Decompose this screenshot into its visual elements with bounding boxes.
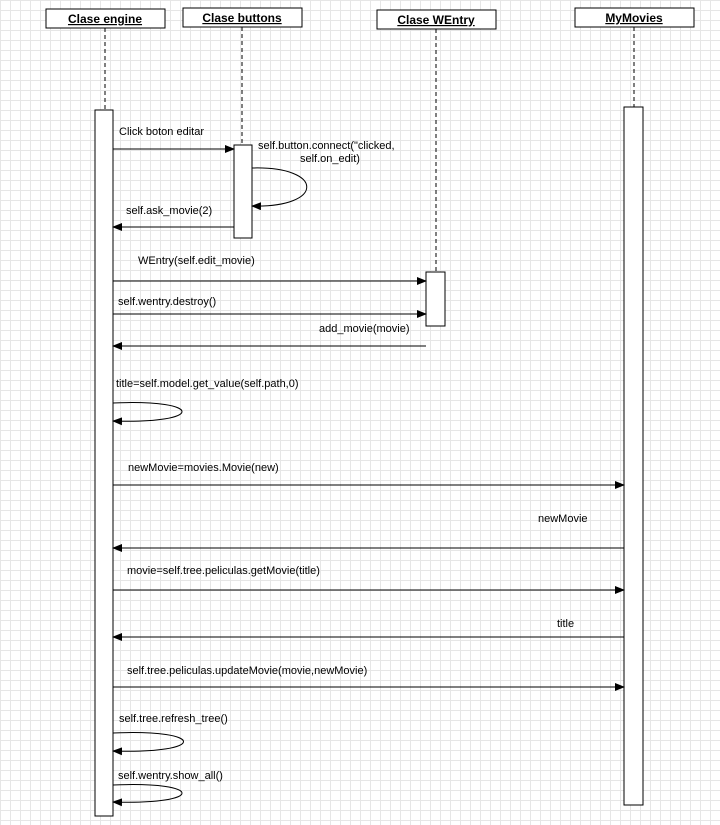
- participant-label: Clase buttons: [202, 11, 282, 25]
- message-label-line-2: self.on_edit): [300, 153, 360, 165]
- message-label: self.ask_movie(2): [126, 205, 212, 217]
- message-label: self.tree.peliculas.updateMovie(movie,ne…: [127, 665, 367, 677]
- message-label: newMovie=movies.Movie(new): [128, 462, 279, 474]
- message-label: movie=self.tree.peliculas.getMovie(title…: [127, 565, 320, 577]
- message-label: self.wentry.show_all(): [118, 770, 223, 782]
- message-label: newMovie: [538, 513, 588, 525]
- participant-label: Clase engine: [68, 12, 142, 26]
- message-new-movie: newMovie=movies.Movie(new): [113, 462, 625, 489]
- participant-label: Clase WEntry: [397, 13, 475, 27]
- message-add-movie: add_movie(movie): [112, 323, 426, 350]
- message-refresh-tree: self.tree.refresh_tree(): [112, 713, 228, 756]
- participant-clase-wentry: Clase WEntry: [376, 9, 497, 30]
- message-get-movie: movie=self.tree.peliculas.getMovie(title…: [113, 565, 625, 594]
- message-button-connect: self.button.connect("clicked, self.on_ed…: [251, 140, 395, 211]
- activation-mymovies: [623, 106, 644, 806]
- participant-clase-engine: Clase engine: [45, 8, 166, 29]
- message-return-new-movie: newMovie: [112, 513, 624, 552]
- message-return-title: title: [112, 618, 624, 641]
- message-wentry-destroy: self.wentry.destroy(): [113, 296, 427, 318]
- message-wentry-edit-movie: WEntry(self.edit_movie): [113, 255, 427, 285]
- message-label: Click boton editar: [119, 126, 204, 138]
- participant-mymovies: MyMovies: [574, 7, 695, 28]
- message-show-all: self.wentry.show_all(): [112, 770, 223, 807]
- activation-clase-wentry: [425, 271, 446, 327]
- message-update-movie: self.tree.peliculas.updateMovie(movie,ne…: [113, 665, 625, 691]
- participant-clase-buttons: Clase buttons: [182, 7, 303, 28]
- activation-clase-buttons: [233, 144, 253, 239]
- message-label: WEntry(self.edit_movie): [138, 255, 255, 267]
- message-label: title: [557, 618, 574, 630]
- message-label: self.tree.refresh_tree(): [119, 713, 228, 725]
- message-label: self.wentry.destroy(): [118, 296, 216, 308]
- message-label: title=self.model.get_value(self.path,0): [116, 378, 299, 390]
- message-get-value: title=self.model.get_value(self.path,0): [112, 378, 299, 426]
- participant-label: MyMovies: [605, 11, 663, 25]
- message-click-boton-editar: Click boton editar: [113, 126, 235, 153]
- message-ask-movie: self.ask_movie(2): [112, 205, 234, 231]
- message-label: add_movie(movie): [319, 323, 409, 335]
- activation-clase-engine: [94, 109, 114, 817]
- message-label-line-1: self.button.connect("clicked,: [258, 140, 395, 152]
